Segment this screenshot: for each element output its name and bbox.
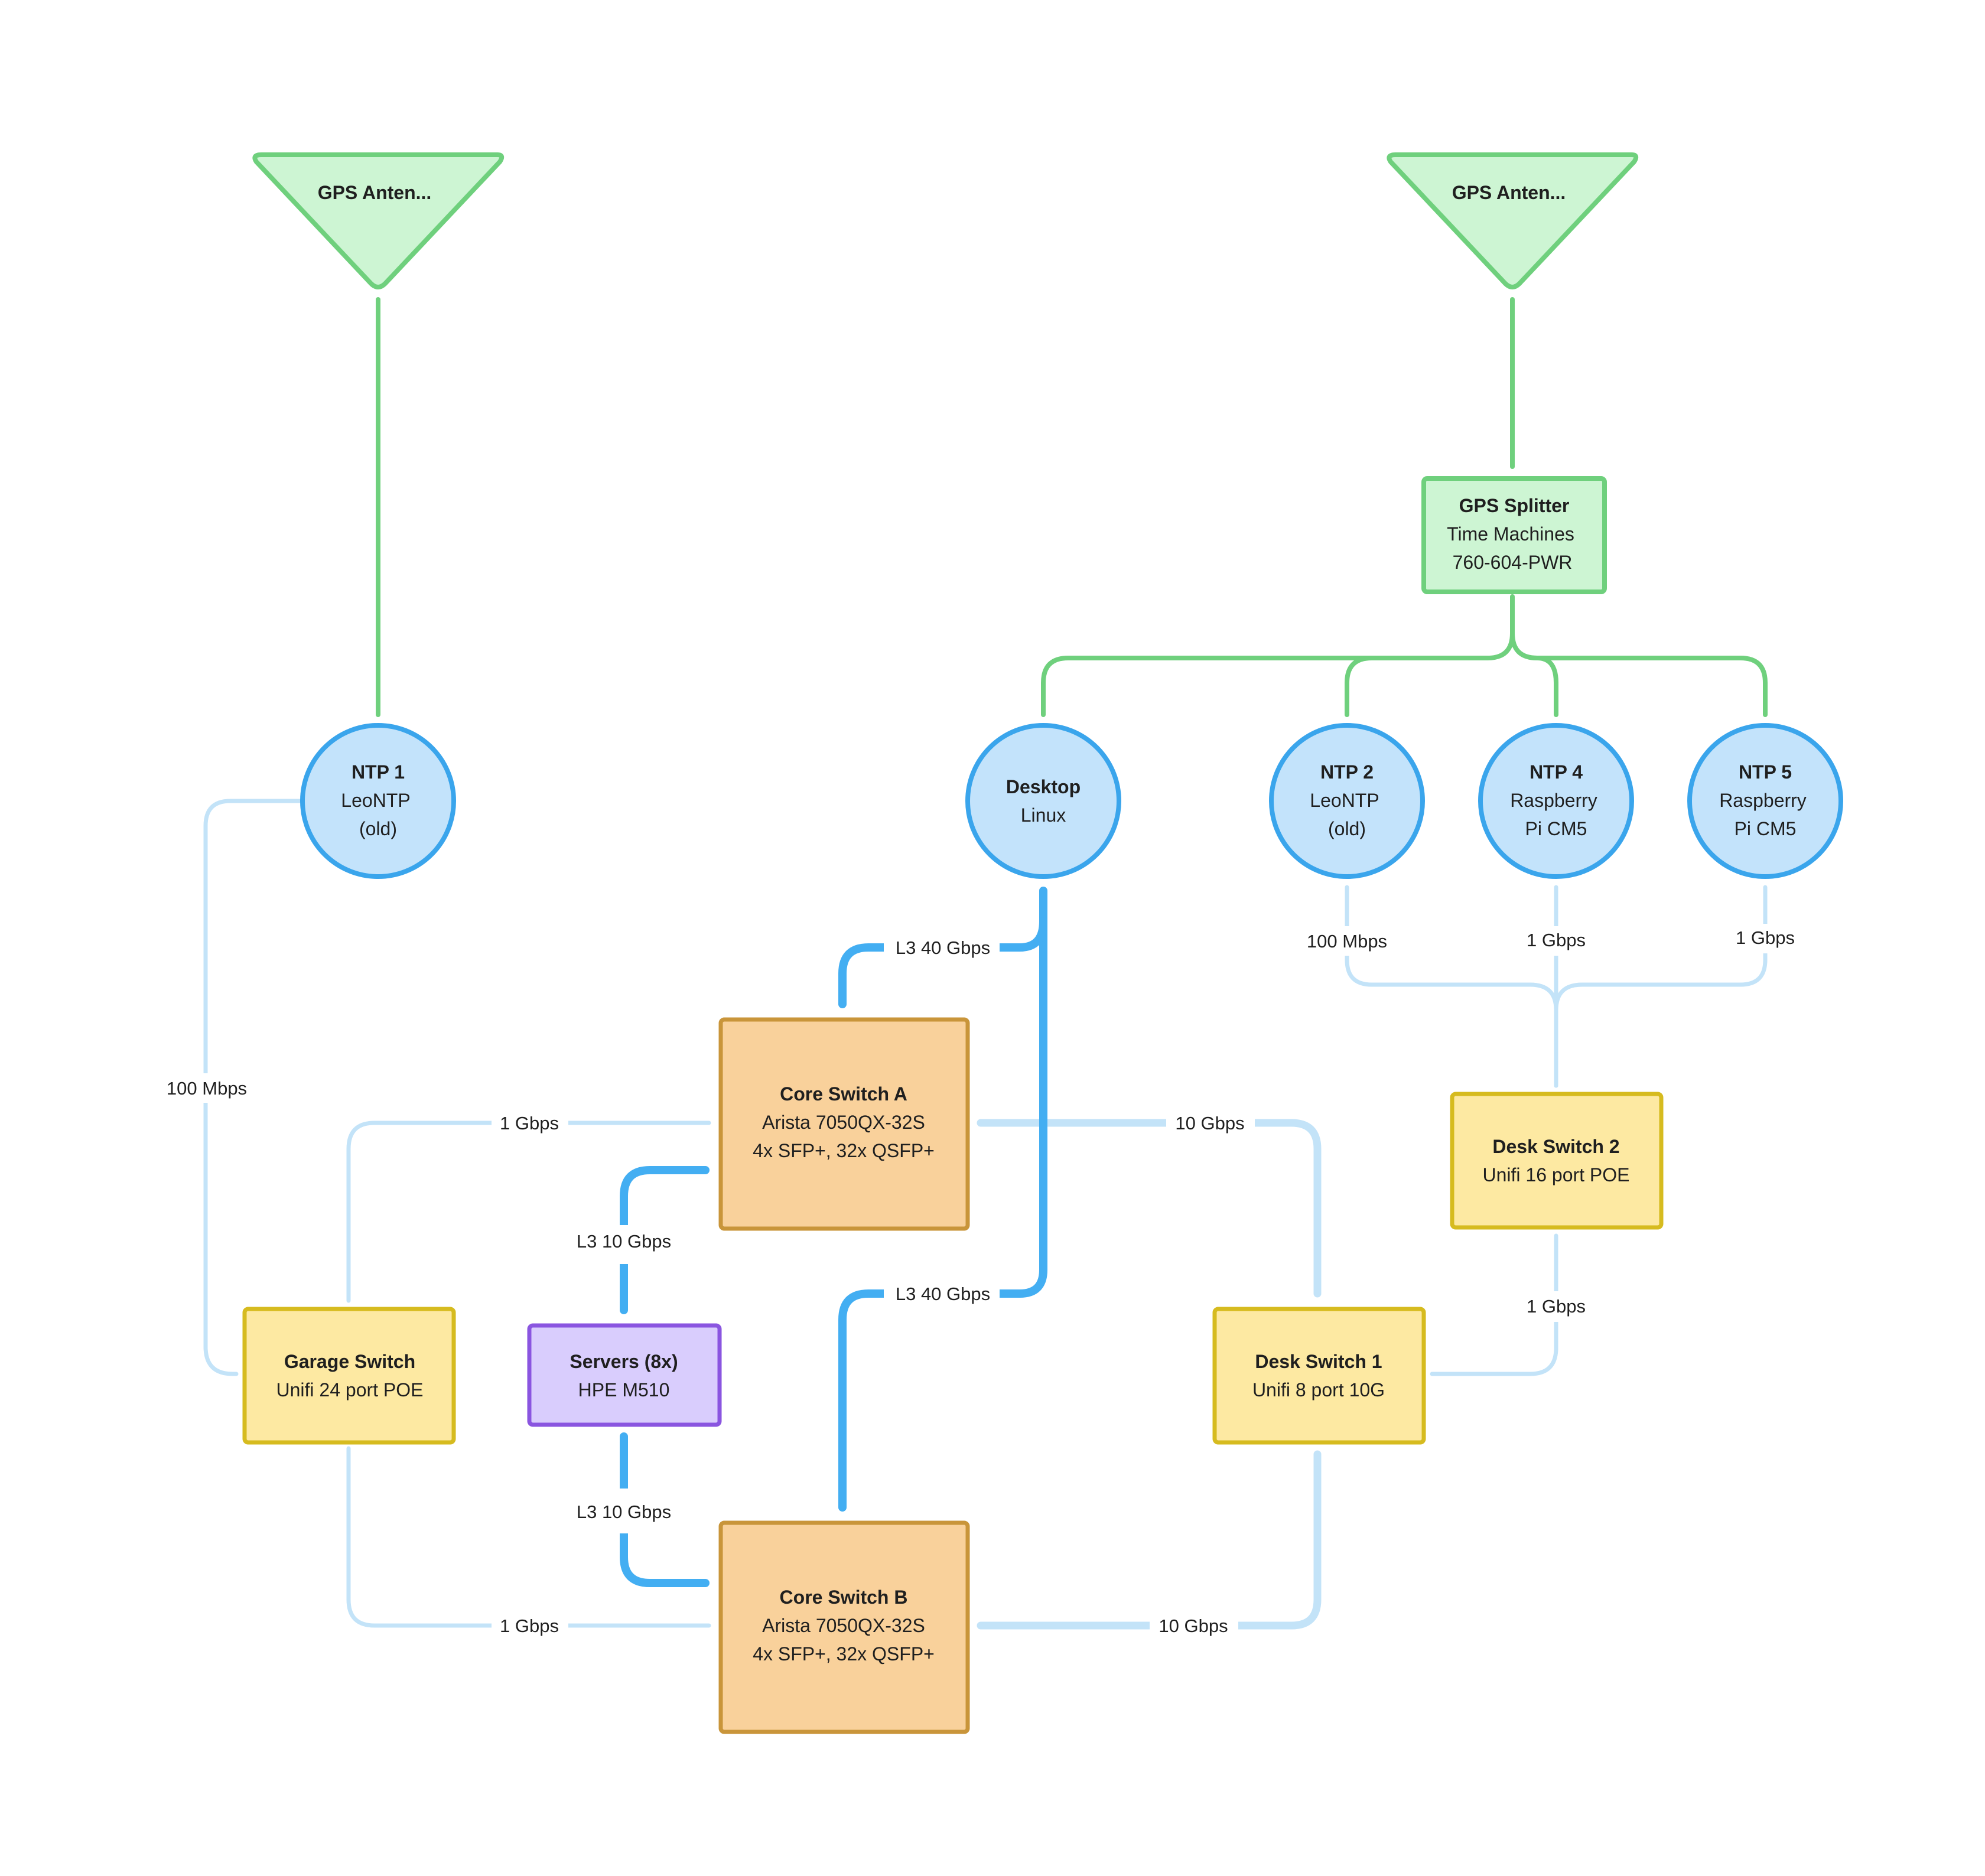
core-b-servers-label: L3 10 Gbps xyxy=(577,1502,671,1522)
desktop-to-core-a-branch xyxy=(838,917,1047,1008)
ntp5-line2: Pi CM5 xyxy=(1735,818,1797,839)
core-switch-a-title: Core Switch A xyxy=(780,1083,907,1105)
ntp1-line2: (old) xyxy=(359,818,397,839)
ntp5-line1: Raspberry xyxy=(1719,790,1807,811)
link-labels: 100 Mbps 100 Mbps 1 Gbps 1 Gbps L3 40 Gb… xyxy=(158,924,1802,1641)
desk-switch-1-line1: Unifi 8 port 10G xyxy=(1252,1379,1385,1401)
splitter-to-ntp2-line xyxy=(1345,656,1490,717)
desk-switch-1-title: Desk Switch 1 xyxy=(1255,1351,1382,1372)
ntp1-title: NTP 1 xyxy=(352,761,405,783)
desk-switch-2-line1: Unifi 16 port POE xyxy=(1483,1164,1630,1185)
ntp2-to-desk2-line xyxy=(1345,885,1558,1088)
desk2-to-desk1-line xyxy=(1430,1233,1558,1376)
ntp1-line1: LeoNTP xyxy=(341,790,410,811)
garage-core-a-label: 1 Gbps xyxy=(500,1113,559,1134)
splitter-to-ntp5-line xyxy=(1535,656,1768,717)
core-switch-b-node[interactable]: Core Switch B Arista 7050QX-32S 4x SFP+,… xyxy=(718,1520,970,1734)
core-switch-a-line2: 4x SFP+, 32x QSFP+ xyxy=(753,1140,935,1161)
garage-to-core-a-line xyxy=(346,1121,711,1303)
garage-switch-title: Garage Switch xyxy=(284,1351,415,1372)
core-a-to-servers-line xyxy=(620,1166,710,1314)
gps-splitter-line1: Time Machines xyxy=(1447,523,1574,545)
core-b-to-servers-line xyxy=(620,1432,710,1587)
desk-switch-2-node[interactable]: Desk Switch 2 Unifi 16 port POE xyxy=(1450,1092,1664,1230)
garage-switch-line1: Unifi 24 port POE xyxy=(276,1379,424,1401)
garage-switch-node[interactable]: Garage Switch Unifi 24 port POE xyxy=(242,1307,456,1445)
ntp4-node[interactable]: NTP 4 Raspberry Pi CM5 xyxy=(1478,723,1634,879)
gps-antenna-2[interactable]: GPS Anten... xyxy=(1387,152,1639,289)
splitter-to-desktop-line xyxy=(1041,594,1515,717)
desk2-desk1-label: 1 Gbps xyxy=(1527,1296,1586,1317)
ntp4-desk2-label: 1 Gbps xyxy=(1527,930,1586,950)
desktop-title: Desktop xyxy=(1006,776,1081,797)
ntp1-garage-label: 100 Mbps xyxy=(167,1078,247,1099)
desktop-to-core-a-line xyxy=(1016,887,1047,1298)
ntp2-desk2-label: 100 Mbps xyxy=(1307,931,1387,952)
ntp1-to-garage-line xyxy=(203,799,304,1376)
desk-switch-1-node[interactable]: Desk Switch 1 Unifi 8 port 10G xyxy=(1212,1307,1426,1445)
desktop-node[interactable]: Desktop Linux xyxy=(965,723,1121,879)
ntp2-title: NTP 2 xyxy=(1320,761,1374,783)
servers-line1: HPE M510 xyxy=(578,1379,670,1401)
gps-antenna-2-title: GPS Anten... xyxy=(1452,182,1566,203)
core-switch-b-line2: 4x SFP+, 32x QSFP+ xyxy=(753,1643,935,1665)
splitter-to-ntp4-line xyxy=(1510,631,1558,717)
garage-core-b-label: 1 Gbps xyxy=(500,1616,559,1636)
ntp5-to-desk2-line xyxy=(1554,885,1768,1012)
core-switch-b-line1: Arista 7050QX-32S xyxy=(762,1615,925,1636)
desktop-core-b-label: L3 40 Gbps xyxy=(896,1284,990,1304)
gps-splitter-node[interactable]: GPS Splitter Time Machines 760-604-PWR xyxy=(1421,476,1607,594)
servers-node[interactable]: Servers (8x) HPE M510 xyxy=(527,1323,722,1427)
gps-splitter-title: GPS Splitter xyxy=(1459,495,1570,516)
core-a-desk1-label: 10 Gbps xyxy=(1175,1113,1244,1134)
gps-antenna-1[interactable]: GPS Anten... xyxy=(252,152,505,289)
desktop-to-core-b-line xyxy=(838,1289,1024,1512)
gps-splitter-line2: 760-604-PWR xyxy=(1453,552,1573,573)
ntp5-desk2-label: 1 Gbps xyxy=(1736,927,1795,948)
antenna-triangle-icon xyxy=(252,152,505,289)
ntp2-line2: (old) xyxy=(1328,818,1366,839)
core-a-to-desk1-line xyxy=(977,1119,1322,1298)
antenna-triangle-icon xyxy=(1387,152,1639,289)
desk-switch-2-title: Desk Switch 2 xyxy=(1492,1136,1619,1157)
core-switch-a-node[interactable]: Core Switch A Arista 7050QX-32S 4x SFP+,… xyxy=(718,1017,970,1231)
desktop-line1: Linux xyxy=(1021,805,1066,826)
ntp5-title: NTP 5 xyxy=(1739,761,1792,783)
core-b-desk1-label: 10 Gbps xyxy=(1159,1616,1228,1636)
ntp4-line2: Pi CM5 xyxy=(1525,818,1587,839)
core-a-servers-label: L3 10 Gbps xyxy=(577,1231,671,1252)
servers-title: Servers (8x) xyxy=(570,1351,678,1372)
core-b-to-desk1-line xyxy=(977,1450,1322,1630)
ntp4-line1: Raspberry xyxy=(1510,790,1597,811)
desktop-core-a-label: L3 40 Gbps xyxy=(896,937,990,958)
ntp1-node[interactable]: NTP 1 LeoNTP (old) xyxy=(300,723,456,879)
ntp2-node[interactable]: NTP 2 LeoNTP (old) xyxy=(1269,723,1425,879)
gps-antenna-1-title: GPS Anten... xyxy=(318,182,432,203)
core-switch-a-line1: Arista 7050QX-32S xyxy=(762,1112,925,1133)
ntp2-line1: LeoNTP xyxy=(1310,790,1379,811)
garage-to-core-b-line xyxy=(346,1446,711,1628)
ntp5-node[interactable]: NTP 5 Raspberry Pi CM5 xyxy=(1687,723,1843,879)
connectors xyxy=(203,297,1768,1630)
ntp4-title: NTP 4 xyxy=(1530,761,1583,783)
core-switch-b-title: Core Switch B xyxy=(780,1587,908,1608)
